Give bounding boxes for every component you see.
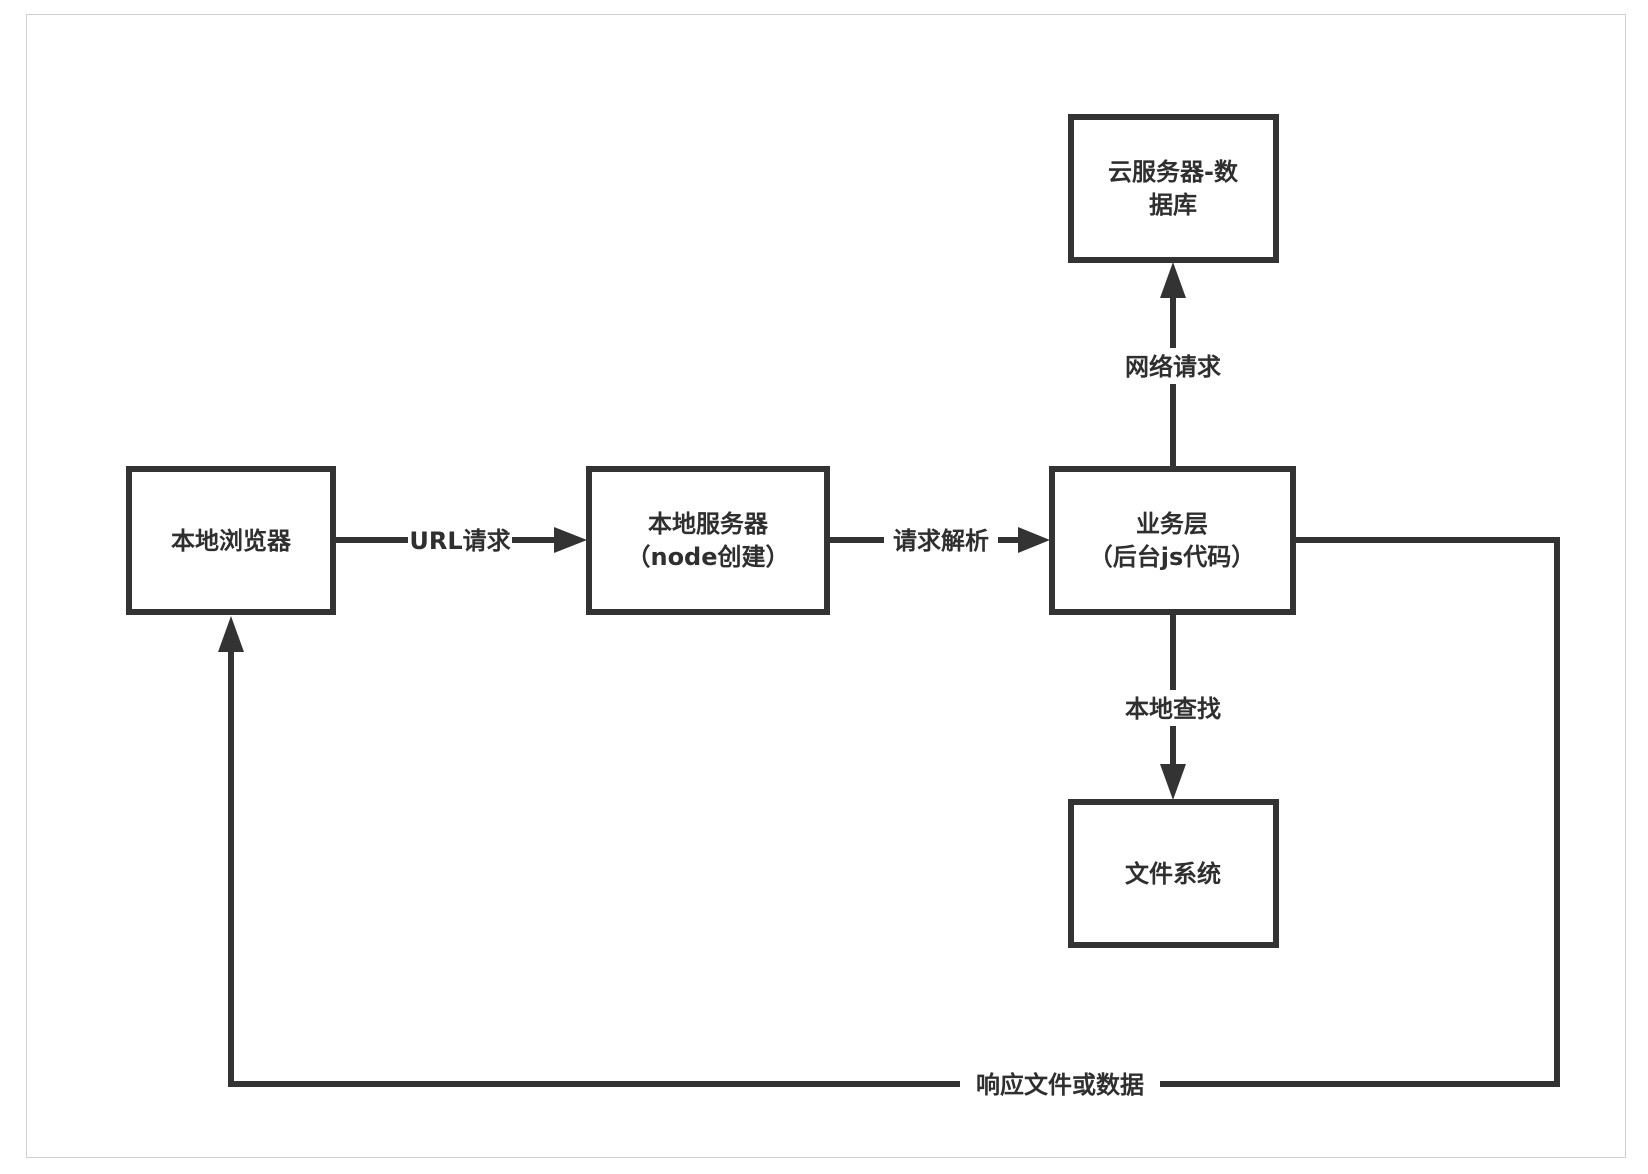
edge-request-parse-label-bg [884,522,998,558]
node-cloud-database-label-line2: 据库 [1149,191,1197,219]
node-business-layer-label-line2: （后台js代码） [1089,543,1256,571]
node-cloud-database-label-line1: 云服务器-数 [1108,158,1239,186]
node-cloud-database: 云服务器-数 据库 [1068,114,1279,263]
edge-url-request-label-bg [408,522,512,558]
edge-network-request-arrowhead [1160,262,1186,298]
edge-network-request-label: 网络请求 [1125,353,1221,381]
edge-response-arrowhead [218,616,244,652]
node-local-browser: 本地浏览器 [126,466,336,615]
node-local-browser-label: 本地浏览器 [171,527,292,555]
node-local-server-label-line2: （node创建） [626,543,789,571]
edge-response-line [228,537,1560,1087]
node-business-layer: 业务层 （后台js代码） [1049,466,1296,615]
node-business-layer-label-line1: 业务层 [1136,510,1208,538]
node-file-system-label: 文件系统 [1125,860,1221,888]
edge-network-request-label-bg [1112,348,1234,384]
edge-local-search-label-bg [1112,690,1234,726]
edge-request-parse-label: 请求解析 [893,527,989,555]
node-file-system: 文件系统 [1068,799,1279,948]
edge-local-search-arrowhead [1160,764,1186,800]
edge-url-request-arrowhead [554,527,587,553]
edge-url-request-label: URL请求 [409,527,510,555]
node-local-server: 本地服务器 （node创建） [586,466,830,615]
edge-local-search-label: 本地查找 [1125,695,1221,723]
edge-request-parse-arrowhead [1018,527,1050,553]
edge-response-label: 响应文件或数据 [976,1071,1144,1099]
edge-response-label-bg [960,1066,1160,1102]
node-local-server-label-line1: 本地服务器 [648,510,769,538]
